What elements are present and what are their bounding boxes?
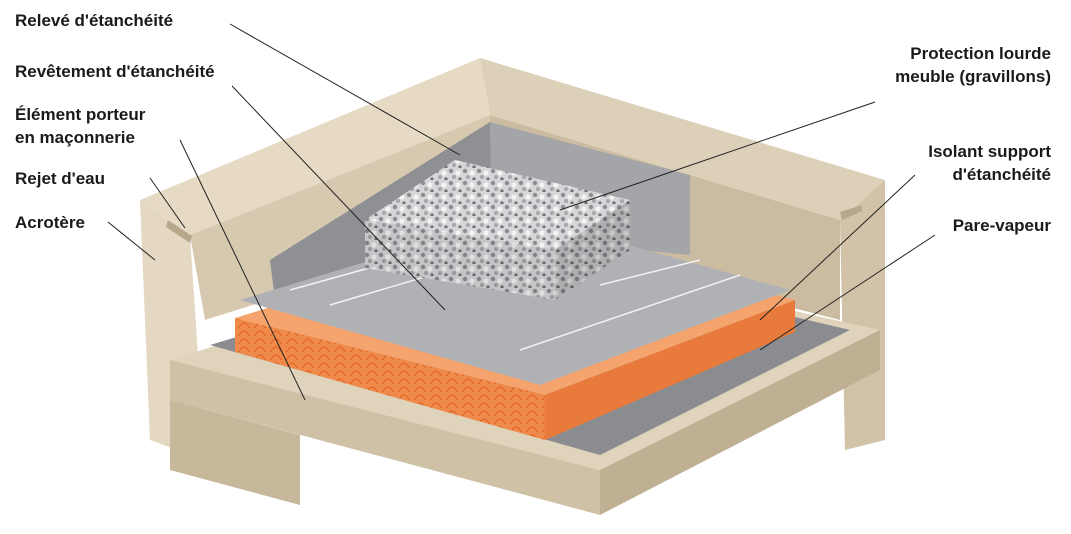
gravel-front-left xyxy=(365,220,555,300)
leader-acrotere xyxy=(107,221,156,261)
label-revetement-d-etancheite: Revêtement d'étanchéité xyxy=(15,62,215,81)
leader-element-porteur xyxy=(179,139,306,401)
label-isolant-line2: d'étanchéité xyxy=(952,165,1051,184)
right-wall-side xyxy=(840,180,885,450)
label-pare-vapeur: Pare-vapeur xyxy=(952,216,1051,235)
right-wall-cap xyxy=(480,58,885,220)
leader-releve xyxy=(229,23,461,156)
slab-beam xyxy=(170,400,300,505)
label-element-porteur-line1: Élément porteur xyxy=(15,105,146,124)
label-releve-d-etancheite: Relevé d'étanchéité xyxy=(15,11,174,30)
leader-pare-vapeur xyxy=(759,234,936,351)
gravel-shade-right xyxy=(555,200,630,300)
label-protection-line1: Protection lourde xyxy=(910,44,1051,63)
right-rejet-lip xyxy=(840,205,862,220)
label-protection-line2: meuble (gravillons) xyxy=(895,67,1051,86)
gravel-shade-left xyxy=(365,220,555,300)
gravel-top xyxy=(365,160,630,250)
leader-rejet-d-eau xyxy=(149,177,186,229)
leader-protection xyxy=(559,101,876,211)
slab-front-right xyxy=(600,330,880,515)
slab-front-left xyxy=(170,360,600,515)
label-acrotere: Acrotère xyxy=(15,213,85,232)
seam-line-4 xyxy=(599,259,701,286)
leader-revetement xyxy=(231,85,446,311)
leader-isolant xyxy=(759,174,916,321)
isolant-front-right xyxy=(545,300,795,440)
leader-lines xyxy=(107,23,936,401)
left-wall-cap xyxy=(140,58,490,235)
revetement-top xyxy=(240,215,790,385)
label-element-porteur-line2: en maçonnerie xyxy=(15,128,135,147)
gravel-front-right xyxy=(555,200,630,300)
isolant-front-left xyxy=(235,318,545,440)
label-rejet-d-eau: Rejet d'eau xyxy=(15,169,106,188)
seam-line-3 xyxy=(519,274,741,351)
label-isolant-line1: Isolant support xyxy=(928,142,1051,161)
rejet-d-eau-lip xyxy=(166,220,192,243)
gravillons-block xyxy=(365,160,630,300)
